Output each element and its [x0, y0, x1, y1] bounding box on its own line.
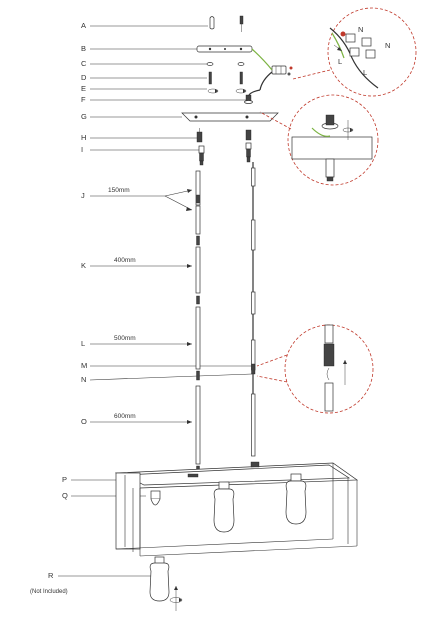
callout-wiring: N N L L: [292, 7, 417, 97]
svg-text:500mm: 500mm: [114, 335, 136, 342]
label-a: A: [81, 21, 208, 30]
washer-c: [206, 62, 245, 66]
nut-h: [196, 128, 203, 143]
svg-text:L: L: [81, 339, 85, 348]
svg-text:C: C: [81, 59, 87, 68]
label-h: H: [81, 133, 198, 142]
rod-o: [195, 385, 201, 475]
mounting-bracket-b: [196, 45, 253, 53]
label-p: P: [62, 475, 116, 484]
screw-a: [209, 16, 215, 30]
svg-text:M: M: [81, 361, 87, 370]
svg-text:N: N: [358, 25, 363, 34]
svg-text:L: L: [338, 57, 342, 66]
label-d: D: [81, 73, 207, 82]
label-b: B: [81, 44, 198, 53]
mounting-screw: [239, 15, 244, 32]
label-m: M: [81, 361, 252, 370]
label-e: E: [81, 84, 207, 93]
cap-i: [198, 145, 205, 166]
callout-gland: [259, 94, 379, 186]
label-g: G: [81, 112, 182, 121]
svg-text:400mm: 400mm: [114, 257, 136, 264]
canopy-g: [181, 112, 279, 122]
callout-connector: [256, 324, 374, 414]
svg-text:O: O: [81, 417, 87, 426]
rotate-icon: [169, 586, 183, 611]
svg-text:J: J: [81, 191, 85, 200]
cable-gland-f: [244, 94, 253, 104]
svg-text:Q: Q: [62, 491, 68, 500]
svg-text:R: R: [48, 571, 54, 580]
svg-text:H: H: [81, 133, 86, 142]
svg-text:E: E: [81, 84, 86, 93]
rod-j: [195, 170, 201, 235]
svg-text:B: B: [81, 44, 86, 53]
suspension-cable: [251, 162, 256, 457]
lamp-holder-q: [150, 490, 161, 506]
terminal-block: [271, 65, 293, 76]
screw-d: [208, 71, 243, 85]
svg-text:N: N: [81, 375, 86, 384]
svg-text:600mm: 600mm: [114, 413, 136, 420]
svg-text:D: D: [81, 73, 87, 82]
svg-text:A: A: [81, 21, 86, 30]
label-n: N: [81, 373, 253, 384]
label-l: L 500mm: [81, 335, 192, 348]
label-o: O 600mm: [81, 413, 192, 426]
svg-text:K: K: [81, 261, 86, 270]
label-k: K 400mm: [81, 257, 192, 270]
rod-l: [195, 306, 201, 381]
svg-text:I: I: [81, 145, 83, 154]
svg-text:G: G: [81, 112, 87, 121]
svg-text:(Not Included): (Not Included): [30, 589, 68, 595]
cable-gland-right: [245, 129, 252, 163]
rod-connector: [196, 235, 200, 246]
label-j: J 150mm: [81, 187, 193, 211]
svg-text:F: F: [81, 95, 86, 104]
lamp-frame-p: [114, 461, 359, 557]
svg-text:N: N: [385, 41, 390, 50]
bulb-right: [285, 473, 307, 525]
label-f: F: [81, 95, 247, 104]
rod-k: [195, 246, 201, 305]
label-c: C: [81, 59, 207, 68]
svg-text:150mm: 150mm: [108, 187, 130, 194]
label-i: I: [81, 145, 201, 154]
bulb-r: [149, 556, 170, 602]
rotation-arrows-top: [207, 88, 247, 94]
svg-text:P: P: [62, 475, 67, 484]
label-r: R (Not Included): [30, 571, 152, 595]
bulb-center: [213, 481, 235, 533]
svg-text:L: L: [363, 68, 367, 77]
